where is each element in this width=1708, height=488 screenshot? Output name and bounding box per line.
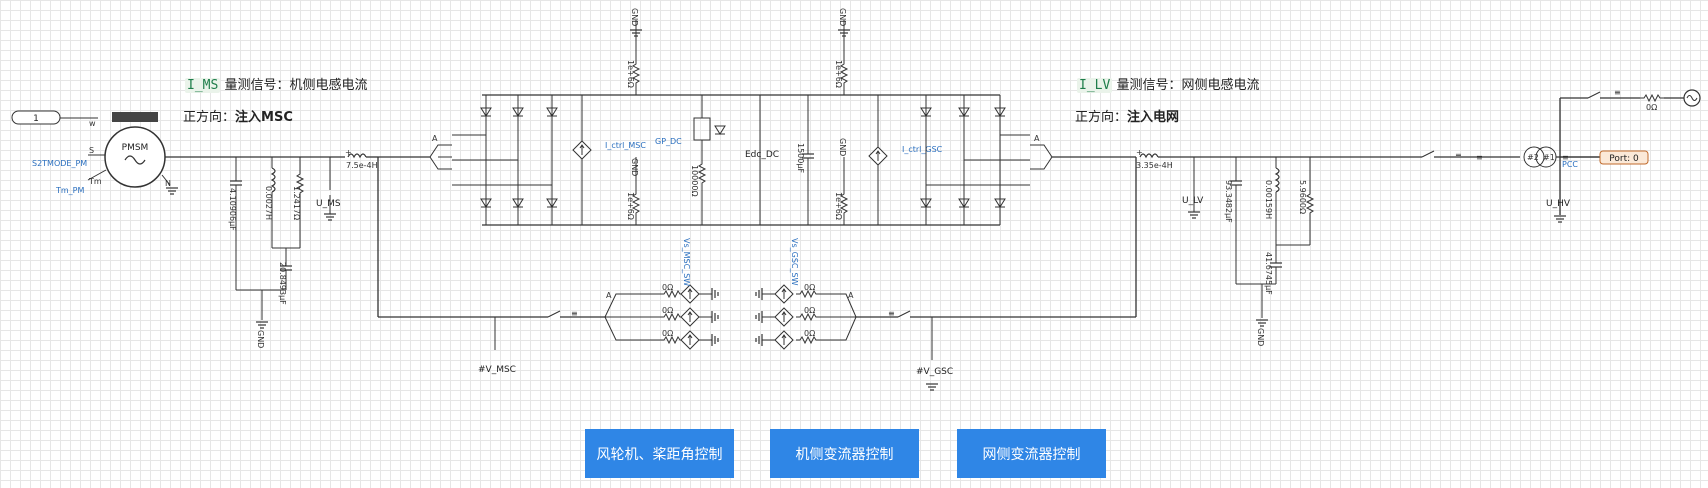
ms-signal-note: I_MS 量测信号：机侧电感电流	[185, 74, 367, 93]
vsrc-res-label: 0Ω	[1646, 103, 1657, 112]
gsc-r3: 0Ω	[804, 329, 815, 338]
gp-dc-label: GP_DC	[655, 137, 682, 146]
msc-control-button[interactable]: 机侧变流器控制	[770, 429, 919, 478]
ms-dir-label: 正方向：	[183, 110, 236, 125]
turbine-pitch-control-button[interactable]: 风轮机、桨距角控制	[585, 429, 734, 478]
tr-1-label: #2	[1527, 153, 1539, 162]
lv-plus: +	[1136, 148, 1143, 157]
gsc-r1: 0Ω	[804, 283, 815, 292]
gsc-r2: 0Ω	[804, 306, 815, 315]
ind-ms2-label: 0.0027H	[264, 186, 273, 220]
pmsm-machine[interactable]	[104, 126, 166, 188]
pin-s: S	[89, 146, 94, 155]
vs-msc-label: Vs_MSC_SW	[682, 238, 691, 286]
gnd-lv-label: GND	[1256, 328, 1265, 346]
ms-signal-code: I_MS	[185, 78, 221, 93]
ind-lv2-label: 0.00159H	[1264, 180, 1273, 219]
cap-dc-label: 1500μF	[796, 143, 805, 173]
msc-r1: 0Ω	[662, 283, 673, 292]
res-r-label: 10000Ω	[690, 165, 699, 197]
pmsm-label: PMSM	[122, 143, 149, 153]
ind-ms-label: 7.5e-4H	[346, 161, 378, 170]
port-label: Port: 0	[1609, 154, 1639, 164]
lv-signal-value: 网侧电感电流	[1181, 78, 1260, 93]
v-msc-label: #V_MSC	[478, 365, 516, 375]
lv-dir-value: 注入电网	[1127, 110, 1180, 125]
gnd-top1: GND	[630, 8, 639, 26]
u-ms-label: U_MS	[316, 199, 341, 209]
cap-ms-label: 4.10906μF	[228, 188, 237, 231]
vs-gsc-label: Vs_GSC_SW	[790, 238, 799, 286]
msc-r3: 0Ω	[662, 329, 673, 338]
cap-ms2-label: 20.8493μF	[278, 262, 287, 305]
bus-gsc: ≡	[888, 309, 895, 318]
ind-lv-label: 3.35e-4H	[1136, 161, 1173, 170]
i-ctrl-msc-label: I_ctrl_MSC	[605, 141, 646, 150]
u-hv-label: U_HV	[1546, 199, 1571, 209]
u-lv-label: U_LV	[1182, 196, 1204, 206]
gnd-mid2: GND	[838, 138, 847, 156]
v-gsc-label: #V_GSC	[916, 367, 953, 377]
gsc-sw-a: A	[848, 291, 854, 300]
msc-phase-a: A	[432, 134, 438, 143]
ms-dir-value: 注入MSC	[235, 110, 293, 125]
res-mid-label: 1e+6Ω	[626, 192, 635, 220]
ms-direction-note: 正方向：注入MSC	[183, 106, 293, 125]
res-top-label: 1e+6Ω	[626, 60, 635, 88]
pcc-label: PCC	[1562, 160, 1578, 169]
ms-signal-value: 机侧电感电流	[289, 78, 368, 93]
ms-plus: +	[345, 148, 352, 157]
gsc-phase-a: A	[1034, 134, 1040, 143]
cap-lv-label: 93.3482μF	[1224, 180, 1233, 223]
res-lv-label: 5.9600Ω	[1298, 180, 1307, 214]
res-ms-label: 1.2417Ω	[292, 186, 301, 220]
bus-right1: ≡	[1455, 151, 1462, 160]
gnd-ms-label: GND	[256, 330, 265, 348]
res-mid2-label: 1e+6Ω	[834, 192, 843, 220]
lv-dir-label: 正方向：	[1075, 110, 1128, 125]
edc-dc-label: Edc_DC	[745, 150, 779, 160]
pin-n: N	[165, 179, 171, 188]
tr-2-label: #1	[1543, 153, 1555, 162]
gsc-control-button[interactable]: 网侧变流器控制	[957, 429, 1106, 478]
res-top2-label: 1e+6Ω	[834, 60, 843, 88]
bus-msc: ≡	[571, 309, 578, 318]
tm-pm-label: Tm_PM	[55, 186, 85, 195]
lv-signal-code: I_LV	[1077, 78, 1113, 93]
constant-value: 1	[33, 114, 39, 124]
lv-signal-label: 量测信号：	[1116, 78, 1182, 93]
lv-signal-note: I_LV 量测信号：网侧电感电流	[1077, 74, 1259, 93]
port-box[interactable]	[1599, 150, 1649, 165]
pin-w: w	[89, 119, 96, 128]
msc-sw-a: A	[606, 291, 612, 300]
gnd-top2: GND	[838, 8, 847, 26]
transformer-w1[interactable]	[1523, 146, 1545, 168]
lv-direction-note: 正方向：注入电网	[1075, 106, 1179, 125]
gnd-mid1: GND	[630, 158, 639, 176]
bus-right4: ≡	[1614, 88, 1621, 97]
cap-lv2-label: 41.6745μF	[1264, 252, 1273, 295]
pin-tm: Tm	[88, 177, 102, 186]
s2tmode-label: S2TMODE_PM	[32, 159, 87, 168]
ms-signal-label: 量测信号：	[224, 78, 290, 93]
i-ctrl-gsc-label: I_ctrl_GSC	[902, 145, 943, 154]
msc-r2: 0Ω	[662, 306, 673, 315]
pmsm-shaft-hatch	[112, 112, 158, 122]
